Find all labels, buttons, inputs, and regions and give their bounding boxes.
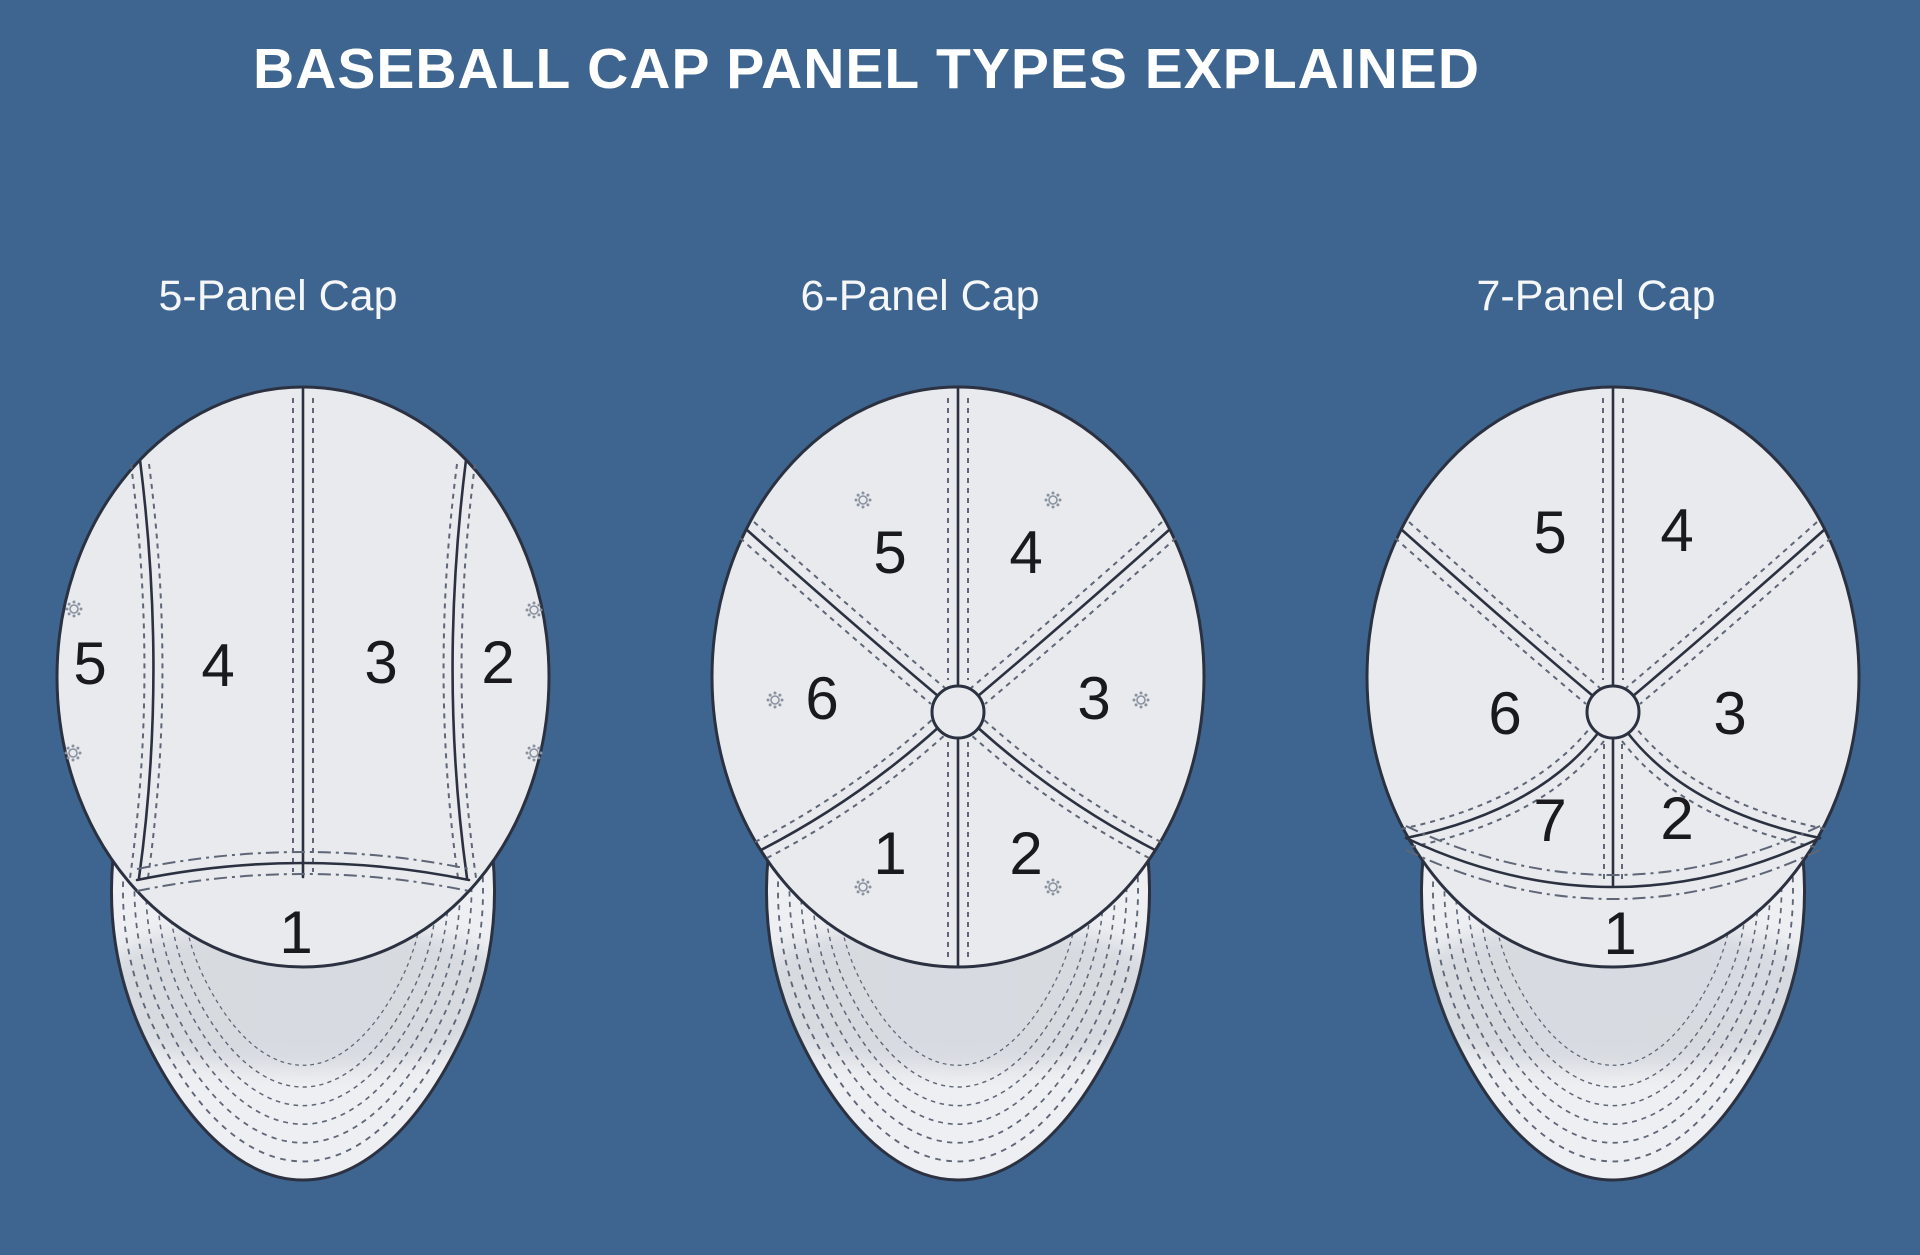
panel-number: 4 <box>1009 519 1042 586</box>
brim-shadow <box>766 920 1150 1070</box>
panel-number: 4 <box>1660 497 1693 564</box>
cap-figure-5-panel: 5 4 3 2 1 <box>55 385 551 1182</box>
panel-number: 1 <box>279 899 312 966</box>
panel-number: 1 <box>1603 900 1636 967</box>
cap-label-5-panel: 5-Panel Cap <box>158 272 398 320</box>
panel-number: 2 <box>481 629 514 696</box>
panel-number: 2 <box>1660 785 1693 852</box>
panel-number: 3 <box>1077 665 1110 732</box>
seam-upper-right <box>1625 521 1832 705</box>
seam-lower-left <box>754 717 947 859</box>
seam-upper-left <box>739 521 946 705</box>
panel-number: 3 <box>1713 680 1746 747</box>
cap-label-6-panel: 6-Panel Cap <box>800 272 1040 320</box>
seam-mid-vertical <box>1603 736 1623 887</box>
seam-left-side <box>129 458 164 880</box>
panel-number: 3 <box>364 629 397 696</box>
panel-number: 2 <box>1009 820 1042 887</box>
seam-upper-right <box>970 521 1177 705</box>
seam-front-arc <box>1404 825 1822 900</box>
seam-upper-left <box>1394 521 1601 705</box>
seam-lower-right-sweep <box>1621 722 1826 848</box>
brim-shadow <box>111 920 495 1070</box>
seam-top-vertical <box>947 386 969 688</box>
panel-number: 6 <box>805 665 838 732</box>
seam-front-horizontal <box>135 851 471 892</box>
panel-number: 5 <box>873 519 906 586</box>
panel-number: 1 <box>873 820 906 887</box>
crown-button <box>930 684 986 740</box>
panel-number: 5 <box>1533 499 1566 566</box>
panel-number: 4 <box>201 632 234 699</box>
cap-label-7-panel: 7-Panel Cap <box>1476 272 1716 320</box>
seam-lower-right <box>969 717 1162 859</box>
seam-center-vertical <box>292 386 314 879</box>
crown-button <box>1585 684 1641 740</box>
seam-right-side <box>442 458 477 880</box>
brim-shadow <box>1421 920 1805 1070</box>
seam-bottom-vertical <box>947 736 969 968</box>
panel-number: 5 <box>73 630 106 697</box>
seam-top-vertical <box>1602 386 1624 688</box>
cap-figure-6-panel: 5 4 6 3 1 2 <box>710 385 1206 1182</box>
cap-figure-7-panel: 5 4 6 3 7 2 1 <box>1365 385 1861 1182</box>
panel-number: 7 <box>1533 787 1566 854</box>
panel-number: 6 <box>1488 680 1521 747</box>
seam-lower-left-sweep <box>1400 722 1605 848</box>
page-title: BASEBALL CAP PANEL TYPES EXPLAINED <box>253 37 1480 101</box>
